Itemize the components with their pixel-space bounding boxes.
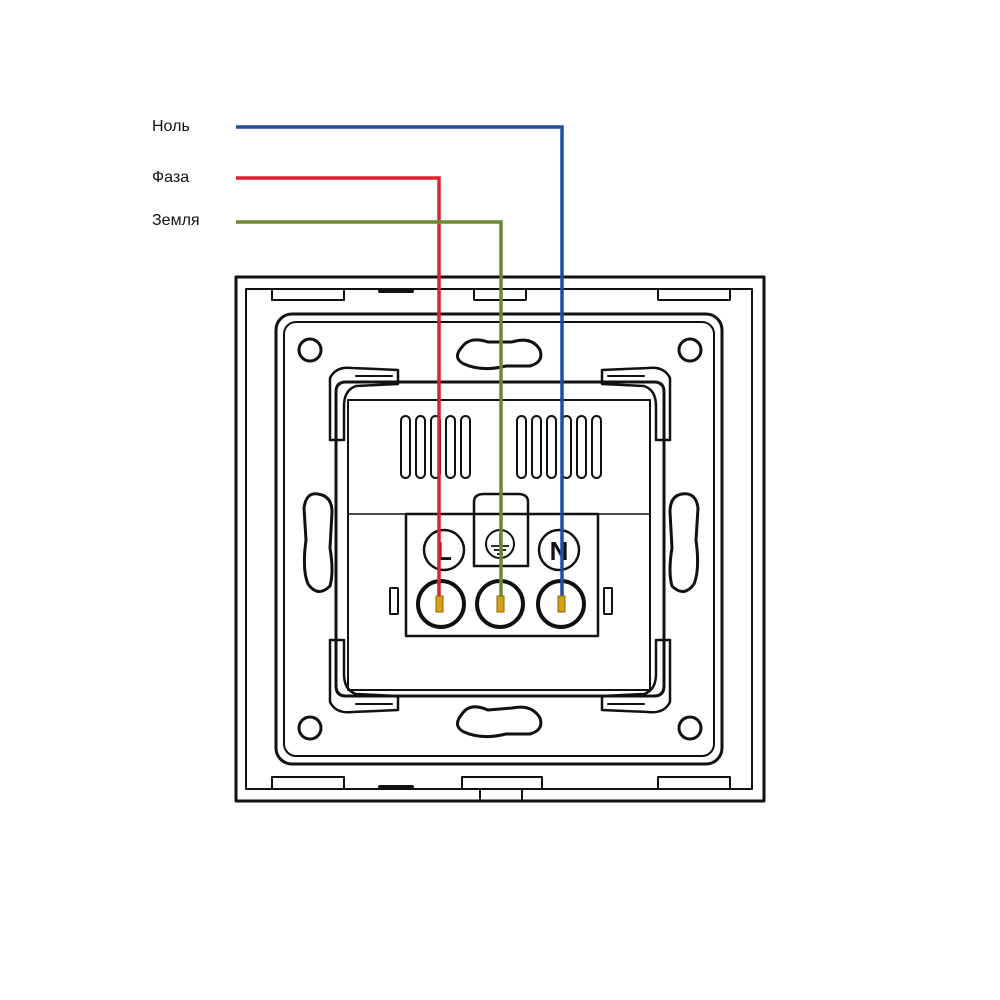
mounting-slot-right [668,492,700,593]
frame-clip [657,776,731,790]
corner-claw [328,638,400,714]
wire-label-earth: Земля [152,212,200,229]
terminal-label-l [422,528,466,572]
mounting-plate [274,312,724,766]
vent-slot [445,415,456,479]
wire-label-neutral: Ноль [152,118,190,135]
frame-clip [461,776,543,790]
frame-clip [271,288,345,301]
wire-contact-phase [435,595,444,613]
vent-slot [415,415,426,479]
wire-neutral [236,125,564,598]
corner-claw [600,366,672,442]
wire-contact-earth [496,595,505,613]
terminal-label-n [537,528,581,572]
vent-slot [460,415,471,479]
vent-slot [576,415,587,479]
mounting-slot-left [302,492,334,593]
wire-contact-neutral [557,595,566,613]
screw-hole [297,715,323,741]
frame-clip [479,788,523,802]
screw-terminal-phase [416,579,466,629]
socket-inner-frame [245,288,753,790]
vent-slot [516,415,527,479]
vent-slot [531,415,542,479]
vent-slot [546,415,557,479]
corner-claw [328,366,400,442]
screw-hole [297,337,323,363]
mounting-slot-top [456,338,543,371]
corner-claw [600,638,672,714]
earth-terminal-tab [472,492,530,568]
screw-hole [677,715,703,741]
screw-hole [677,337,703,363]
wire-phase [236,176,441,598]
socket-mechanism-body [334,380,666,698]
side-slot [389,587,399,615]
frame-clip [657,288,731,301]
terminal-block [404,512,600,638]
wire-earth [236,220,503,598]
vent-slot [591,415,602,479]
mounting-slot-bottom [456,705,543,739]
terminal-letter-n: N [550,536,569,566]
side-slot [603,587,613,615]
frame-clip [271,776,345,790]
vent-slot [400,415,411,479]
wire-label-phase: Фаза [152,169,190,186]
